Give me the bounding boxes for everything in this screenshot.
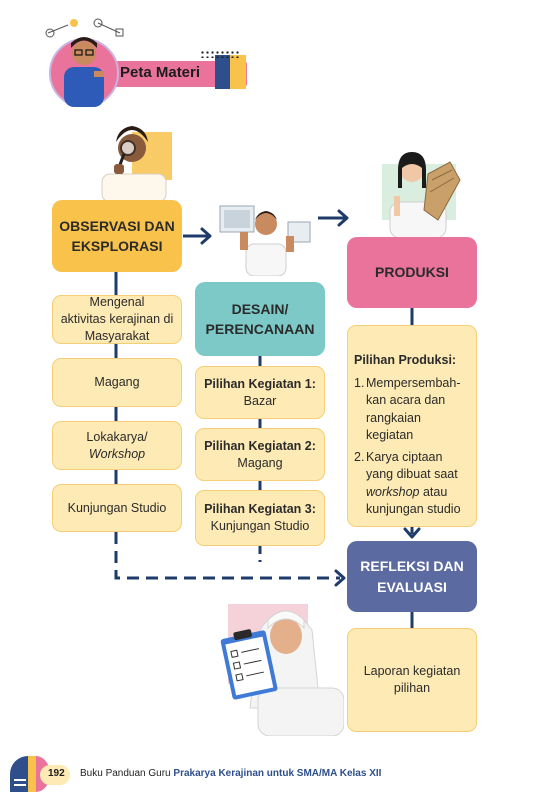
footer-text-plain: Buku Panduan Guru [80,768,174,779]
desain-item1-value: Bazar [243,393,277,408]
produksi-title: PRODUKSI [375,264,449,281]
desain-item-3: Pilihan Kegiatan 3: Kunjungan Studio [195,490,325,546]
produksi-option1-line2: kan acara dan [366,393,446,407]
observasi-item4-text: Kunjungan Studio [67,500,167,515]
desain-perencanaan-heading: DESAIN/ PERENCANAAN [195,282,325,356]
produksi-option2-line3: workshop atau [366,484,461,502]
desain-item3-value: Kunjungan Studio [210,519,310,533]
produksi-option2-line2: yang dibuat saat [366,467,458,481]
produksi-heading: PRODUKSI [347,237,477,308]
desain-item-2: Pilihan Kegiatan 2: Magang [195,428,325,481]
desain-title-line2: PERENCANAAN [205,321,315,337]
refleksi-item-line2: pilihan [393,681,431,695]
produksi-option2-line4: kunjungan studio [366,502,461,516]
header-title: Peta Materi [120,64,201,81]
observasi-title-line2: EKSPLORASI [71,238,163,254]
footer-book-title: Buku Panduan Guru Prakarya Kerajinan unt… [80,768,381,779]
produksi-option1-line3: rangkaian kegiatan [366,410,421,443]
header-dots [200,50,240,58]
header-stripe-accent [230,55,246,89]
refleksi-title-line1: REFLEKSI DAN [360,558,464,575]
desain-title-line1: DESAIN/ [231,300,289,317]
desain-item3-label: Pilihan Kegiatan 3: [204,502,316,517]
footer-text-bold: Prakarya Kerajinan untuk SMA/MA Kelas XI… [173,768,382,779]
producer-person-illustration [382,152,461,238]
produksi-option2-rest: atau [419,484,448,499]
desain-item2-value: Magang [237,455,283,470]
produksi-option2-italic: workshop [366,484,420,499]
observasi-item3-main: Lokakarya/ [86,429,148,444]
produksi-option2-line1: Karya ciptaan [366,449,443,464]
produksi-option1-text: Mempersembah- kan acara dan rangkaian ke… [366,375,470,445]
observasi-item-kunjungan: Kunjungan Studio [52,484,182,532]
refleksi-item-laporan: Laporan kegiatan pilihan [347,628,477,732]
teacher-avatar-illustration [45,18,124,107]
observasi-item3-italic: Workshop [88,446,146,461]
observasi-item-lokakarya: Lokakarya/ Workshop [52,421,182,470]
observasi-item1-line3: Masyarakat [84,328,150,343]
produksi-options-panel: Pilihan Produksi: 1. Mempersembah- kan a… [347,325,477,527]
produksi-option1-number: 1. [354,375,365,390]
footer-page-number-pill [40,765,70,785]
observasi-item3-text: Lokakarya/ Workshop [59,429,175,463]
observasi-item-mengenal: Mengenal aktivitas kerajinan di Masyarak… [52,295,182,344]
observasi-item2-text: Magang [94,375,140,390]
observasi-eksplorasi-heading: OBSERVASI DAN EKSPLORASI [52,200,182,272]
evaluator-person-illustration [220,604,344,736]
produksi-option2-text: Karya ciptaan yang dibuat saat workshop … [366,449,461,519]
observasi-item1-line2: aktivitas kerajinan di [60,312,174,327]
observer-person-illustration [101,126,172,202]
desain-item-1: Pilihan Kegiatan 1: Bazar [195,366,325,419]
refleksi-title-line2: EVALUASI [377,578,447,595]
footer-page-number: 192 [48,768,65,779]
observasi-item-magang: Magang [52,358,182,407]
designer-person-illustration [219,205,311,276]
produksi-option2-number: 2. [354,449,365,464]
produksi-options-heading: Pilihan Produksi: [354,353,457,367]
desain-item2-label: Pilihan Kegiatan 2: [204,438,316,453]
observasi-title-line1: OBSERVASI DAN [59,217,175,234]
produksi-option-1: 1. Mempersembah- kan acara dan rangkaian… [354,375,470,445]
refleksi-item-line1: Laporan kegiatan [363,664,461,679]
produksi-option1-line1: Mempersembah- [366,375,461,390]
observasi-item1-line1: Mengenal [89,295,145,310]
produksi-option-2: 2. Karya ciptaan yang dibuat saat worksh… [354,449,470,519]
desain-item1-label: Pilihan Kegiatan 1: [204,376,316,391]
refleksi-evaluasi-heading: REFLEKSI DAN EVALUASI [347,541,477,612]
